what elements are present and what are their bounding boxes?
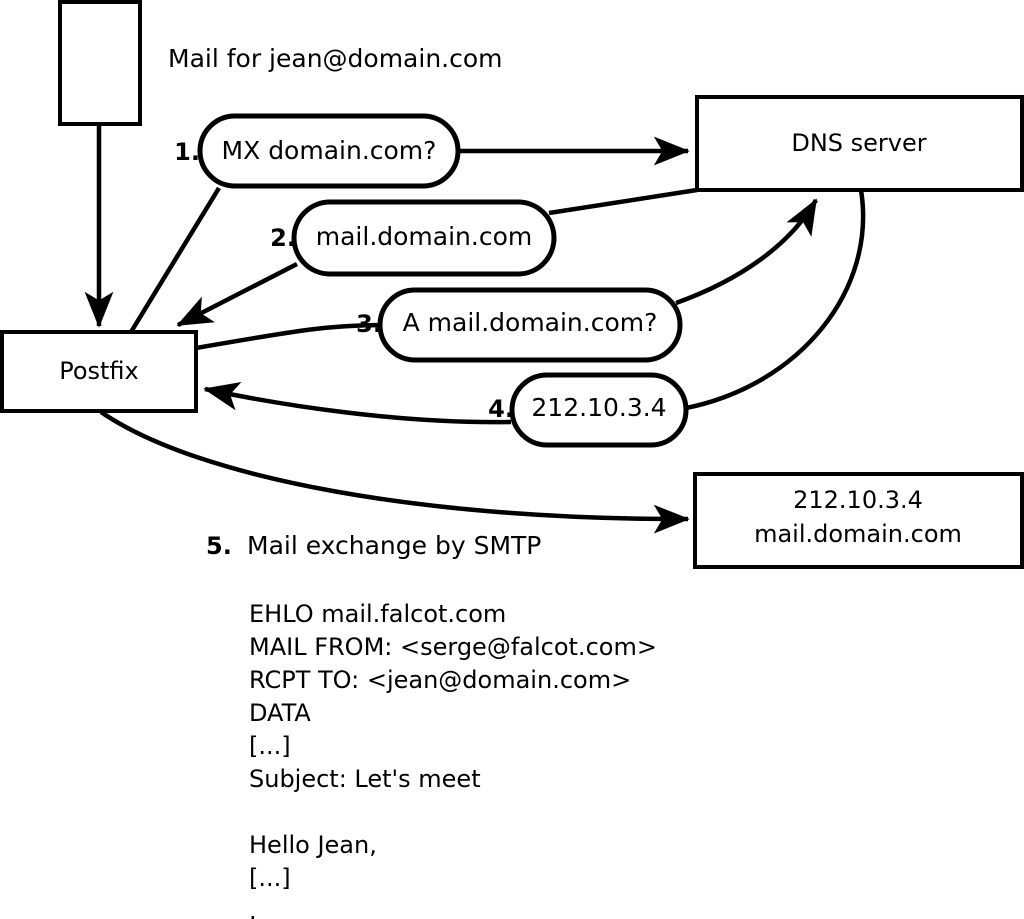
smtp-line: Hello Jean, [249,831,377,859]
edge-dns-to-step4 [685,189,866,411]
edge-step4-to-postfix [203,382,512,425]
edge-step3-to-dns [675,198,818,306]
node-mail-client [58,0,142,126]
bubble-step-4 [509,372,689,448]
step-5-label: Mail exchange by SMTP [247,531,541,560]
bubble-step-4-label: 212.10.3.4 [531,393,666,422]
smtp-line: [...] [249,864,291,892]
bubble-step-2 [291,199,557,277]
smtp-line: . [249,897,257,919]
smtp-line: EHLO mail.falcot.com [249,600,506,628]
node-mail-server-ip: 212.10.3.4 [793,486,923,514]
smtp-line: [...] [249,732,291,760]
node-dns-server [695,95,1024,192]
smtp-line: RCPT TO: <jean@domain.com> [249,666,631,694]
edge-step2-to-postfix [176,261,299,328]
bubble-step-1 [197,113,461,189]
step-1-number: 1. [174,138,200,166]
bubble-step-3 [377,287,683,363]
node-mail-server [693,472,1024,569]
bubble-step-3-label: A mail.domain.com? [403,308,658,337]
smtp-line: Subject: Let's meet [249,765,481,793]
node-postfix-label: Postfix [59,357,139,385]
edge-postfix-to-mailserver [99,410,690,534]
smtp-line: MAIL FROM: <serge@falcot.com> [249,633,657,661]
node-dns-server-label: DNS server [791,129,926,157]
bubble-step-2-label: mail.domain.com [316,222,532,251]
edge-postfix-to-step1 [129,186,221,334]
edge-dns-to-step2 [548,187,698,216]
step-5-number: 5. [206,532,232,560]
node-postfix [0,330,198,413]
smtp-transcript: EHLO mail.falcot.com MAIL FROM: <serge@f… [249,600,657,919]
bubble-step-1-label: MX domain.com? [222,136,437,165]
mail-for-caption: Mail for jean@domain.com [168,44,503,73]
node-mail-server-host: mail.domain.com [754,520,962,548]
edge-postfix-to-step3 [195,322,384,351]
smtp-line: DATA [249,699,311,727]
